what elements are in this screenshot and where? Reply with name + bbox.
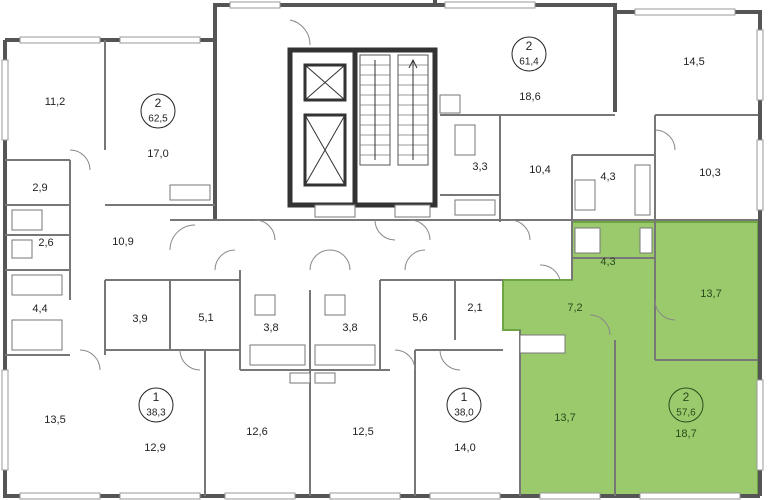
interior-walls — [5, 40, 758, 496]
svg-text:38,3: 38,3 — [146, 408, 166, 419]
room-area-label: 3,8 — [263, 322, 278, 334]
room-labels: 11,2 17,0 2,9 2,6 10,9 4,4 13,5 3,9 5,1 … — [32, 56, 721, 454]
room-area-label: 3,3 — [472, 161, 487, 173]
room-area-label: 3,8 — [342, 322, 357, 334]
svg-text:1: 1 — [461, 390, 468, 404]
room-area-label: 2,9 — [32, 182, 47, 194]
room-area-label: 10,4 — [529, 164, 550, 176]
svg-text:1: 1 — [153, 390, 160, 404]
room-area-label: 10,3 — [699, 167, 720, 179]
apartment-badge[interactable]: 1 38,3 — [138, 387, 174, 423]
room-area-label: 4,3 — [600, 171, 615, 183]
fixtures — [11, 94, 653, 384]
doors — [69, 19, 676, 371]
building-core — [287, 47, 438, 208]
room-area-label: 12,5 — [352, 426, 373, 438]
room-area-label: 17,0 — [147, 148, 168, 160]
apartment-badge[interactable]: 1 38,0 — [446, 387, 482, 423]
room-area-label: 7,2 — [567, 302, 582, 314]
room-area-label: 18,7 — [675, 428, 696, 440]
room-area-label: 14,5 — [683, 56, 704, 68]
svg-text:57,6: 57,6 — [676, 408, 696, 419]
room-area-label: 5,1 — [198, 312, 213, 324]
apartment-badge[interactable]: 2 61,4 — [511, 36, 547, 72]
apartment-badge[interactable]: 2 62,5 — [140, 93, 176, 129]
svg-text:2: 2 — [155, 96, 162, 110]
svg-text:2: 2 — [526, 39, 533, 53]
room-area-label: 2,1 — [467, 302, 482, 314]
room-area-label: 13,7 — [700, 288, 721, 300]
room-area-label: 5,6 — [412, 312, 427, 324]
room-area-label: 12,6 — [246, 426, 267, 438]
svg-text:61,4: 61,4 — [519, 57, 539, 68]
svg-text:38,0: 38,0 — [454, 408, 474, 419]
room-area-label: 10,9 — [112, 236, 133, 248]
apartment-badge-selected[interactable]: 2 57,6 — [668, 387, 704, 423]
room-area-label: 4,3 — [600, 256, 615, 268]
room-area-label: 2,6 — [38, 237, 53, 249]
svg-text:2: 2 — [683, 390, 690, 404]
room-area-label: 13,5 — [44, 414, 65, 426]
room-area-label: 13,7 — [554, 412, 575, 424]
room-area-label: 4,4 — [32, 303, 47, 315]
svg-text:62,5: 62,5 — [148, 114, 168, 125]
room-area-label: 12,9 — [144, 442, 165, 454]
room-area-label: 11,2 — [45, 96, 66, 108]
room-area-label: 3,9 — [132, 313, 147, 325]
apartment-badges: 2 62,5 2 61,4 1 38,3 1 38,0 2 57,6 — [138, 36, 704, 423]
room-area-label: 14,0 — [454, 442, 475, 454]
room-area-label: 18,6 — [519, 91, 540, 103]
staircase — [359, 54, 429, 166]
